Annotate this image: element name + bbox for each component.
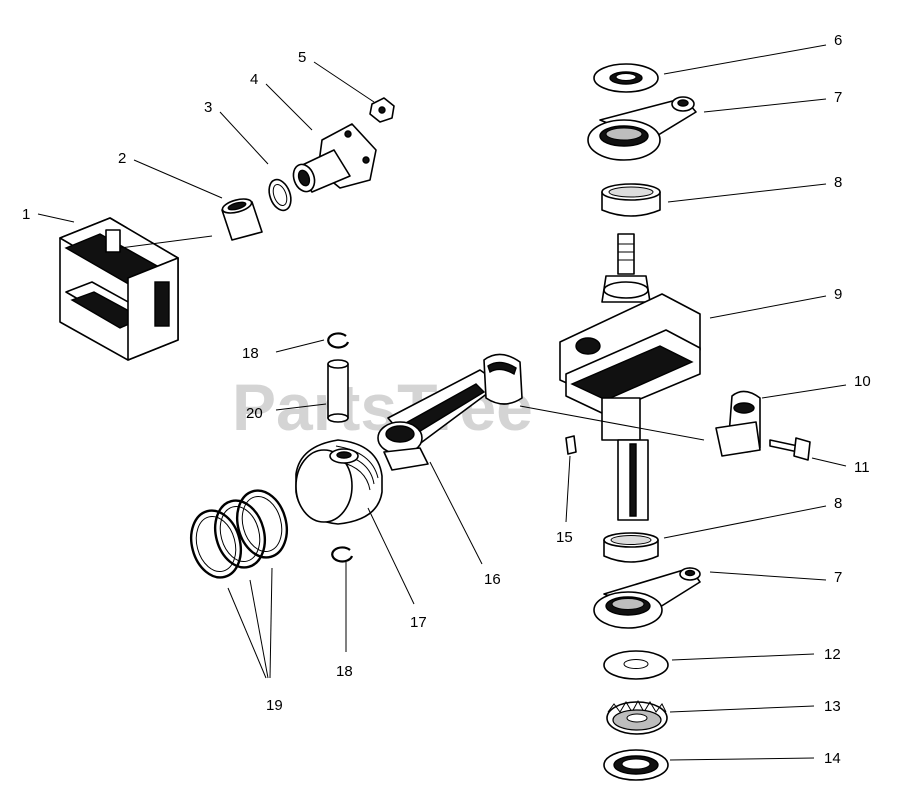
part-6-washer[interactable]	[593, 63, 659, 93]
part-4-shaft-housing[interactable]	[290, 123, 377, 195]
callout-2: 2	[118, 150, 126, 167]
callout-19: 19	[266, 697, 283, 714]
part-2-bushing[interactable]	[221, 196, 263, 241]
callout-14: 14	[824, 750, 841, 767]
part-13-gear[interactable]	[606, 699, 668, 735]
callout-9: 9	[834, 286, 842, 303]
callout-7-upper: 7	[834, 89, 842, 106]
part-18-clip-lower[interactable]	[331, 546, 354, 563]
part-17-piston[interactable]	[295, 439, 383, 525]
callout-8-upper: 8	[834, 174, 842, 191]
callout-17: 17	[410, 614, 427, 631]
callout-11: 11	[854, 459, 870, 476]
callout-18-upper: 18	[242, 345, 259, 362]
part-7-connecting-rod-lower[interactable]	[593, 567, 701, 629]
callout-13: 13	[824, 698, 841, 715]
callout-15: 15	[556, 529, 573, 546]
callout-18-lower: 18	[336, 663, 353, 680]
part-3-o-ring[interactable]	[265, 177, 295, 214]
callout-labels: 1 2 3 4 5 6 7 8 9 10 11 8 7 12 13 14 15 …	[22, 32, 871, 767]
part-5-nut[interactable]	[369, 97, 395, 123]
part-15-key[interactable]	[565, 435, 577, 455]
part-19-piston-rings[interactable]	[184, 485, 294, 583]
part-8-bearing-sleeve-lower[interactable]	[603, 532, 659, 563]
callout-3: 3	[204, 99, 212, 116]
part-12-washer[interactable]	[603, 650, 669, 680]
leader-lines	[37, 44, 847, 761]
callout-7-lower: 7	[834, 569, 842, 586]
part-20-piston-pin[interactable]	[327, 359, 349, 423]
callout-6: 6	[834, 32, 842, 49]
part-1-crankcase-block[interactable]	[59, 217, 213, 361]
part-7-connecting-rod-upper[interactable]	[587, 96, 697, 161]
callout-1: 1	[22, 206, 30, 223]
callout-20: 20	[246, 405, 263, 422]
part-8-bearing-sleeve-upper[interactable]	[601, 183, 661, 217]
part-14-washer[interactable]	[603, 749, 669, 781]
callout-12: 12	[824, 646, 841, 663]
callout-8-lower: 8	[834, 495, 842, 512]
part-11-bolt[interactable]	[769, 437, 811, 461]
callout-16: 16	[484, 571, 501, 588]
callout-4: 4	[250, 71, 258, 88]
part-9-crankshaft[interactable]	[559, 233, 701, 521]
part-16-connecting-rod[interactable]	[377, 353, 523, 471]
part-18-clip-upper[interactable]	[327, 332, 350, 349]
callout-10: 10	[854, 373, 871, 390]
callout-5: 5	[298, 49, 306, 66]
part-10-counterweight[interactable]	[715, 390, 761, 457]
